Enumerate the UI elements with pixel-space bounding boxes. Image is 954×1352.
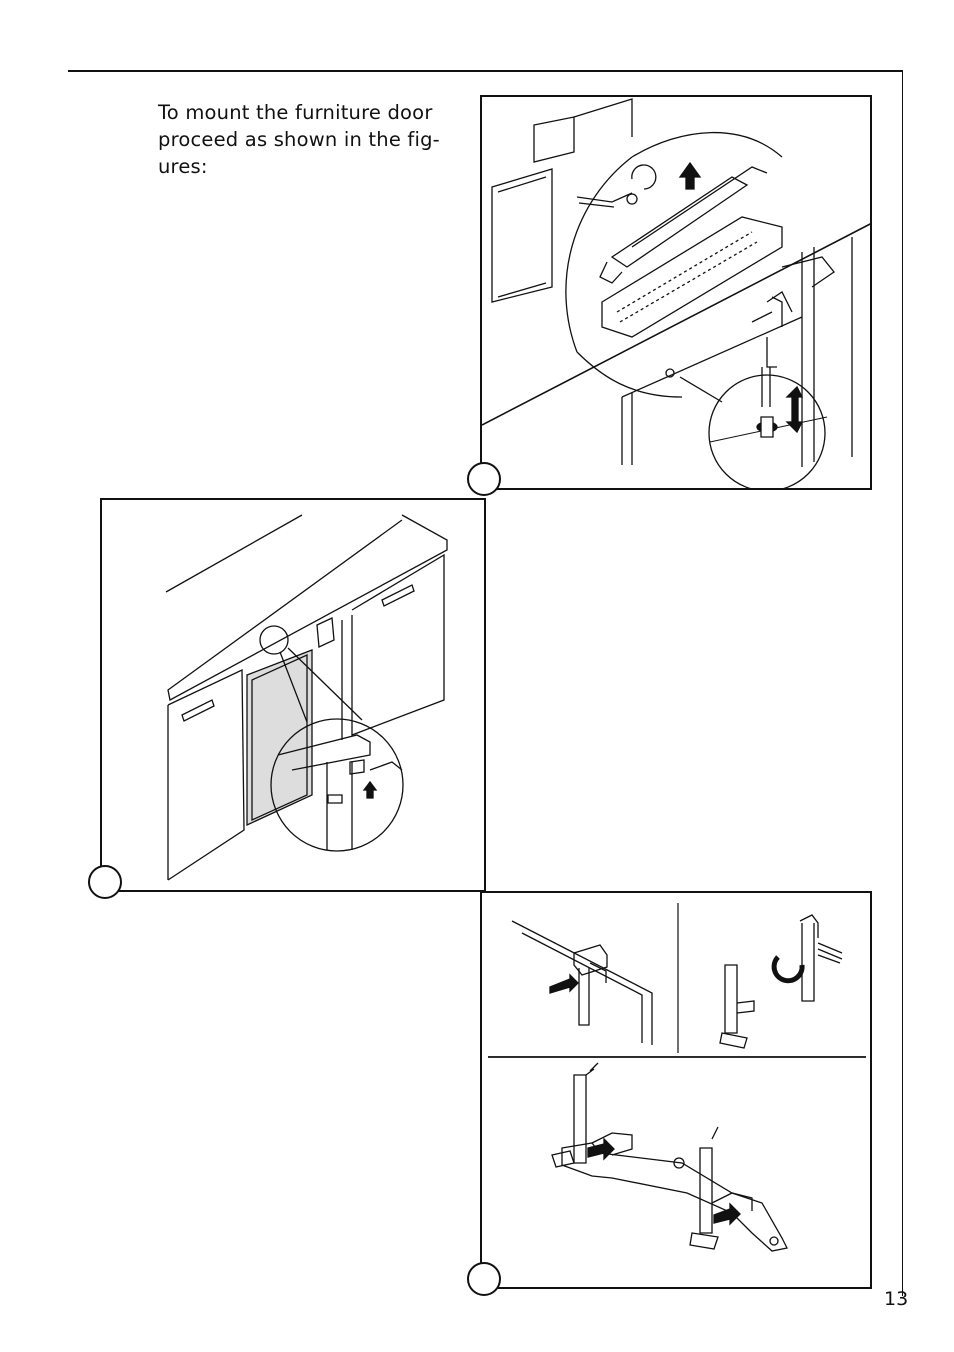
page-number: 13 (884, 1288, 909, 1310)
figure-bracket-assembly (480, 891, 872, 1289)
intro-line-1: To mount the furniture door (158, 101, 433, 124)
intro-line-3: ures: (158, 155, 208, 178)
margin-rule (902, 70, 903, 1296)
door-mounting-drawing (165, 514, 448, 881)
figure-hinge-adjustment (480, 95, 872, 490)
hinge-adjustment-drawing (482, 98, 870, 488)
intro-text: To mount the furniture door proceed as s… (158, 99, 458, 180)
bracket-assembly-drawing (488, 903, 866, 1252)
figure-number-badge-3 (467, 1262, 501, 1296)
figure-number-badge-1 (467, 462, 501, 496)
header-rule (68, 70, 902, 72)
figure-number-badge-2 (88, 865, 122, 899)
figure-door-mounting (100, 498, 486, 892)
intro-line-2: proceed as shown in the fig- (158, 128, 440, 151)
